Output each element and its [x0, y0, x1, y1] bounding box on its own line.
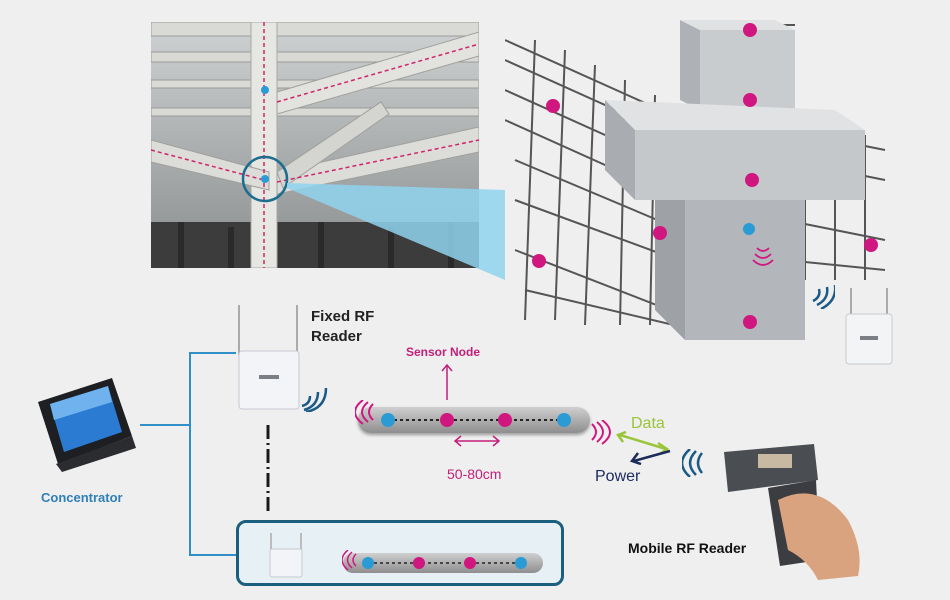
handheld-scanner-icon — [724, 444, 860, 580]
wireless-signal-icon — [812, 285, 835, 309]
wireless-signal-icon — [355, 400, 374, 425]
column-joint-render — [504, 20, 890, 340]
sensor-node-bar — [358, 407, 590, 433]
data-label: Data — [631, 415, 665, 432]
sensor-node-bar-small — [343, 553, 543, 573]
fixed-reader-label-line1: Fixed RF — [311, 308, 375, 325]
spacing-label: 50-80cm — [447, 466, 502, 482]
rf-reader-icon — [269, 533, 303, 578]
wireless-signal-icon — [752, 247, 774, 266]
sensor-node-label: Sensor Node — [406, 345, 481, 359]
fixed-reader-label-line2: Reader — [311, 328, 362, 345]
wireless-signal-icon — [342, 550, 357, 571]
wireless-signal-icon — [591, 420, 611, 445]
concentrator-terminal-icon — [38, 378, 136, 472]
concentrator-label: Concentrator — [41, 490, 123, 505]
power-label: Power — [595, 468, 641, 485]
rf-reader-icon — [238, 305, 300, 410]
mobile-reader-label: Mobile RF Reader — [628, 540, 747, 556]
data-power-arrows-icon — [616, 431, 671, 465]
wireless-signal-icon — [682, 449, 704, 477]
spacing-arrow-icon — [453, 435, 501, 447]
wireless-signal-icon — [301, 387, 328, 412]
arrow-up-icon — [441, 363, 453, 400]
rf-reader-icon — [845, 288, 893, 365]
